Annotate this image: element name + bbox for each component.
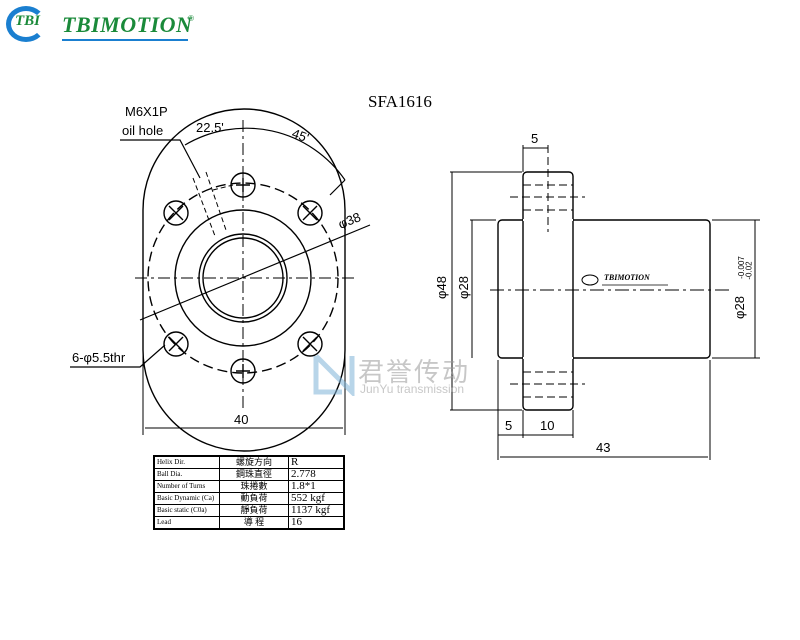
body-diameter-label: φ28 [455, 276, 471, 299]
watermark: 君誉传动 JunYu transmission [312, 352, 492, 400]
engraved-brand: TBIMOTION [604, 273, 650, 282]
engraved-logo [581, 274, 668, 286]
table-row: Basic static (C0a) 靜負荷 1137 kgf [153, 504, 345, 517]
front-view-nut [70, 108, 371, 452]
spec-cn: 動負荷 [219, 492, 289, 505]
table-row: Number of Turns 珠捲數 1.8*1 [153, 480, 345, 493]
spec-cn: 靜負荷 [219, 504, 289, 517]
spec-value: R [288, 455, 345, 469]
oil-hole-label: oil hole [122, 123, 164, 138]
tolerance-lower: -0.02 [744, 261, 754, 280]
side-view-nut [450, 145, 760, 460]
flange-offset-top-label: 5 [531, 131, 539, 146]
registered-mark: ® [188, 14, 194, 23]
oil-hole-angle-label: 22.5' [196, 120, 224, 135]
spec-en: Basic static (C0a) [153, 504, 220, 517]
brand-logo: TBI TBIMOTION ® [6, 4, 196, 44]
drawing-title: SFA1616 [368, 92, 432, 111]
spec-en: Helix Dir. [153, 455, 220, 469]
total-length-label: 43 [596, 440, 611, 455]
spec-value: 16 [288, 516, 345, 530]
watermark-logo-icon [313, 354, 355, 399]
spec-en: Number of Turns [153, 480, 220, 493]
spec-en: Basic Dynamic (Ca) [153, 492, 220, 505]
flange-diameter-label: φ48 [433, 276, 449, 299]
spec-value: 552 kgf [288, 492, 345, 505]
flange-thickness-label: 10 [540, 418, 555, 433]
left-offset-label: 5 [505, 418, 513, 433]
spec-value: 2.778 [288, 468, 345, 481]
spec-value: 1.8*1 [288, 480, 345, 493]
table-row: Basic Dynamic (Ca) 動負荷 552 kgf [153, 492, 345, 505]
watermark-en: JunYu transmission [360, 382, 465, 396]
spec-cn: 螺旋方向 [219, 455, 289, 469]
spec-cn: 導 程 [219, 516, 289, 530]
tolerance-diameter-label: φ28 [731, 296, 747, 319]
table-row: Ball Dia. 鋼珠直徑 2.778 [153, 468, 345, 481]
spec-en: Ball Dia. [153, 468, 220, 481]
logo-mark-text: TBI [15, 13, 41, 29]
flange-width-label: 40 [234, 412, 249, 427]
mounting-holes-label: 6-φ5.5thr [72, 350, 126, 365]
watermark-cn: 君誉传动 [358, 357, 471, 387]
brand-name: TBIMOTION [62, 12, 193, 37]
oil-hole-thread-label: M6X1P [125, 104, 168, 119]
spec-value: 1137 kgf [288, 504, 345, 517]
table-row: Helix Dir. 螺旋方向 R [153, 455, 345, 469]
logo-underline [62, 39, 188, 41]
spec-cn: 鋼珠直徑 [219, 468, 289, 481]
spec-table: Helix Dir. 螺旋方向 R Ball Dia. 鋼珠直徑 2.778 N… [153, 455, 345, 530]
spec-en: Lead [153, 516, 220, 530]
table-row: Lead 導 程 16 [153, 516, 345, 530]
spec-cn: 珠捲數 [219, 480, 289, 493]
logo-mark-icon [6, 6, 46, 42]
